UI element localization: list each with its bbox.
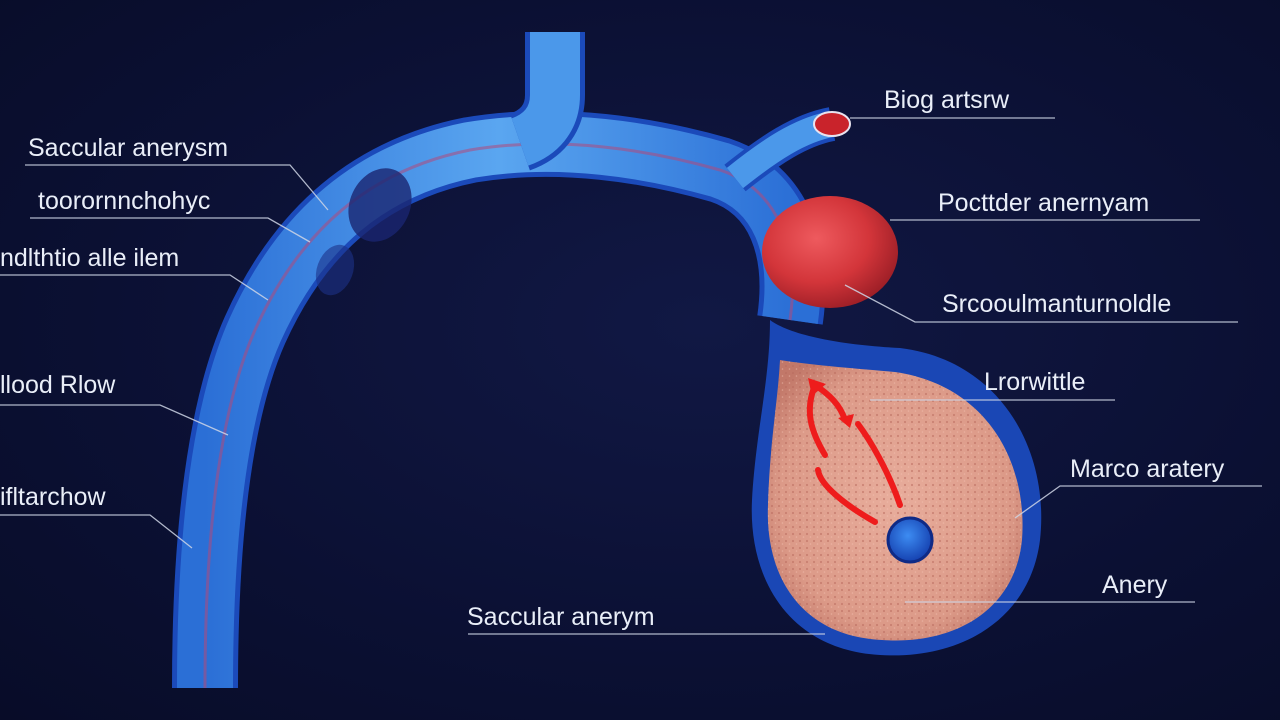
branch-opening — [813, 111, 851, 137]
blood-flow-arrows — [806, 378, 903, 525]
label-blood-artery: Biog artsrw — [884, 86, 1010, 114]
label-blood-flow: llood Rlow — [0, 371, 116, 399]
label-wall: Lrorwittle — [984, 368, 1085, 396]
label-artery: Anery — [1102, 571, 1168, 599]
label-pouch-aneurysm: Pocttder anernyam — [938, 189, 1149, 217]
leader-lines — [0, 117, 1262, 635]
label-saccular-aneurysm: Saccular anerysm — [28, 134, 228, 162]
blood-vessel — [172, 32, 836, 689]
aneurysm-bulge — [762, 196, 898, 308]
label-sac-neck: Srcooulmanturnoldle — [942, 290, 1171, 318]
label-saccular-aneurysm-bottom: Saccular anerym — [467, 603, 655, 631]
label-inner-wall: ndlthtio alle ilem — [0, 244, 179, 272]
flow-node — [886, 516, 934, 564]
label-thrombus: toorornnchohyc — [38, 187, 210, 215]
label-macro-artery: Marco aratery — [1070, 455, 1225, 483]
label-outflow: ifltarchow — [0, 483, 107, 511]
